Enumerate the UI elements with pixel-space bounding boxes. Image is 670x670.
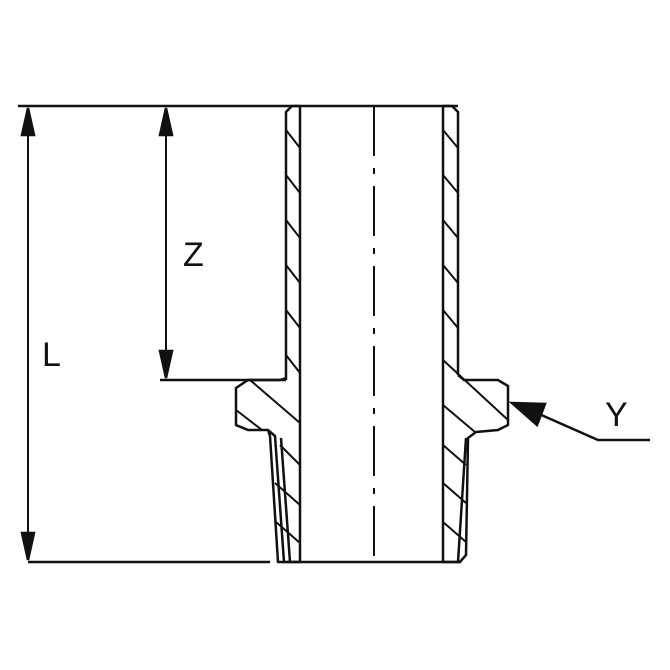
- l-arrow-top: [20, 107, 36, 137]
- l-arrow-bottom: [20, 531, 36, 561]
- y-pointer: [508, 401, 650, 442]
- z-dimension-label: Z: [183, 236, 204, 274]
- length-label: L: [42, 336, 61, 374]
- z-arrow-top: [158, 107, 174, 137]
- y-callout-label: Y: [605, 396, 628, 434]
- fitting-body: [234, 104, 510, 564]
- z-arrow-bottom: [158, 349, 174, 379]
- dimension-lines: [18, 104, 458, 564]
